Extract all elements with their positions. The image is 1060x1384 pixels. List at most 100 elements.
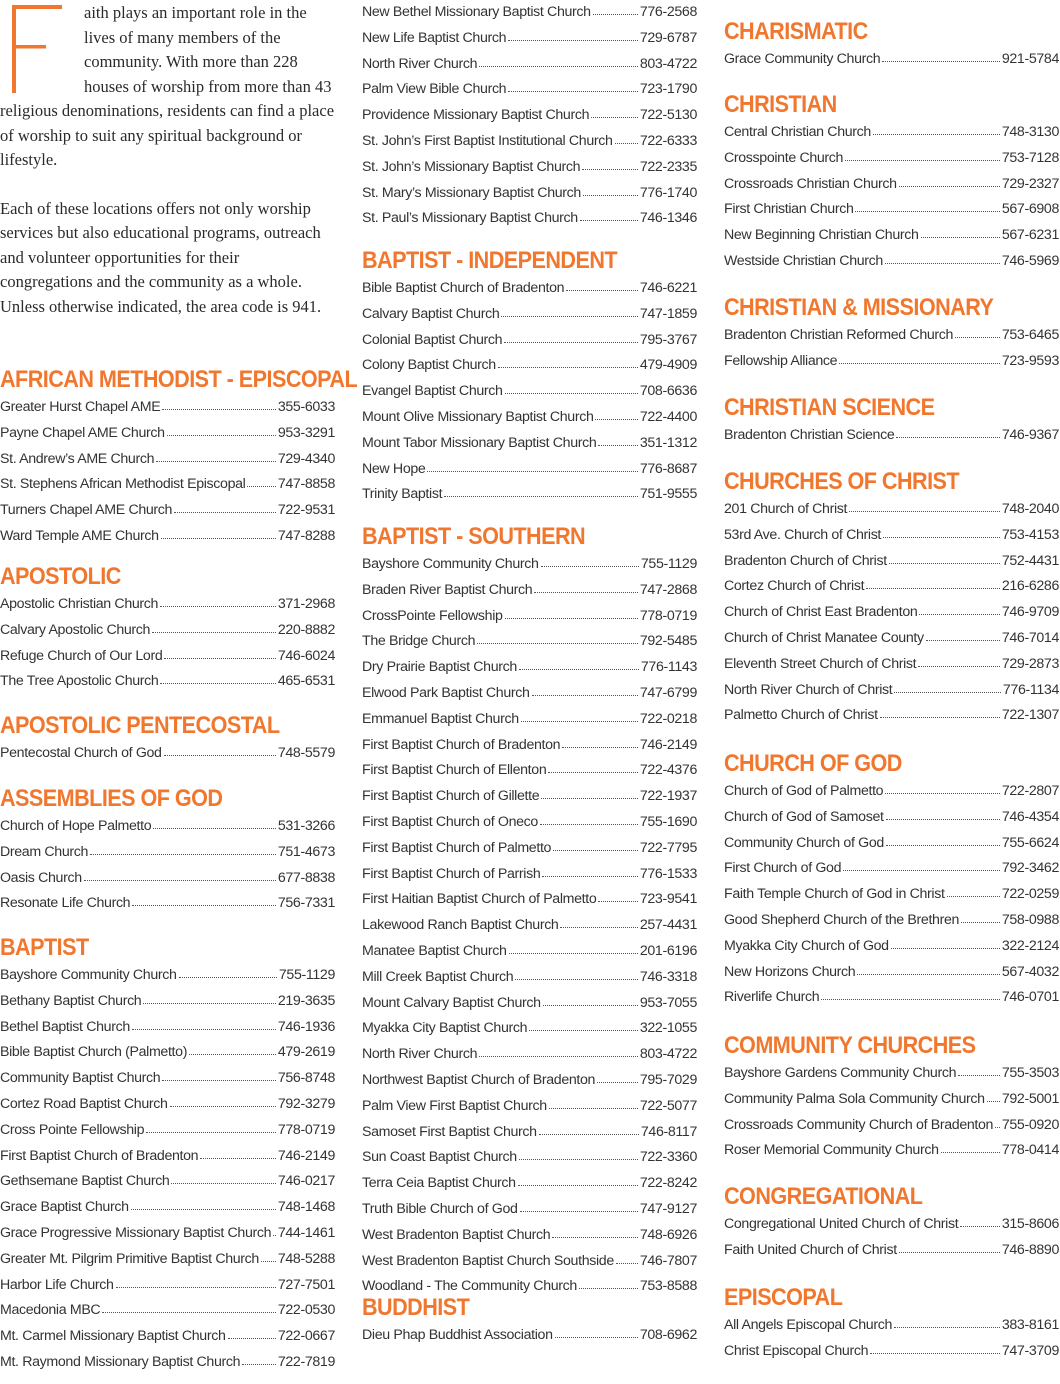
dot-leader — [553, 838, 638, 852]
section-heading: COMMUNITY CHURCHES — [724, 1032, 976, 1059]
section-heading: CHURCH OF GOD — [724, 750, 902, 777]
church-name: Cross Pointe Fellowship — [0, 1121, 145, 1138]
section-heading: APOSTOLIC PENTECOSTAL — [0, 712, 280, 739]
phone-number: 756-7331 — [277, 895, 336, 912]
church-name: First Baptist Church of Ellenton — [362, 762, 547, 779]
church-name: Sun Coast Baptist Church — [362, 1149, 517, 1166]
dot-leader — [566, 278, 638, 292]
phone-number: 723-9593 — [1001, 352, 1060, 369]
dot-leader — [940, 1140, 1000, 1154]
phone-number: 722-4376 — [639, 762, 698, 779]
dot-leader — [855, 199, 1000, 213]
listing-row: St. Stephens African Methodist Episcopal… — [0, 472, 335, 498]
dot-leader — [918, 654, 1000, 668]
church-name: CrossPointe Fellowship — [362, 607, 503, 624]
dot-leader — [227, 1326, 276, 1340]
dot-leader — [501, 304, 638, 318]
church-name: Cortez Road Baptist Church — [0, 1095, 168, 1112]
dot-leader — [879, 705, 1000, 719]
church-name: Providence Missionary Baptist Church — [362, 107, 590, 124]
church-name: Church of God of Samoset — [724, 808, 884, 825]
dot-leader — [143, 991, 276, 1005]
phone-number: 722-8242 — [639, 1175, 698, 1192]
church-name: New Hope — [362, 460, 426, 477]
dot-leader — [156, 449, 276, 463]
phone-number: 746-7014 — [1001, 629, 1060, 646]
church-name: Community Palma Sola Community Church — [724, 1090, 985, 1107]
listing-row: Cortez Church of Christ 216-6286 — [724, 574, 1059, 600]
church-name: Crossroads Christian Church — [724, 175, 897, 192]
church-name: First Church of God — [724, 860, 842, 877]
church-name: Cortez Church of Christ — [724, 578, 865, 595]
dot-leader — [508, 941, 638, 955]
dot-leader — [508, 79, 638, 93]
phone-number: 778-0719 — [277, 1121, 336, 1138]
phone-number: 746-2149 — [277, 1147, 336, 1164]
church-name: Crossroads Community Church of Bradenton — [724, 1116, 994, 1133]
phone-number: 322-1055 — [639, 1020, 698, 1037]
dropcap-letter — [0, 3, 75, 95]
phone-number: 216-6286 — [1001, 578, 1060, 595]
church-name: Mill Creek Baptist Church — [362, 968, 514, 985]
church-name: Fellowship Alliance — [724, 352, 838, 369]
church-name: Palmetto Church of Christ — [724, 707, 878, 724]
section-heading: BAPTIST — [0, 934, 89, 961]
phone-number: 748-2040 — [1001, 501, 1060, 517]
dot-leader — [153, 816, 276, 830]
dot-leader — [955, 325, 1000, 339]
phone-number: 722-3360 — [639, 1149, 698, 1166]
church-name: First Christian Church — [724, 201, 854, 218]
dot-leader — [597, 1070, 638, 1084]
phone-number: 758-0988 — [1001, 911, 1060, 928]
dot-leader — [961, 910, 1000, 924]
church-name: St. Stephens African Methodist Episcopal — [0, 476, 246, 493]
church-name: Macedonia MBC — [0, 1302, 101, 1319]
phone-number: 257-4431 — [639, 917, 698, 934]
phone-number: 755-1129 — [278, 967, 335, 983]
dot-leader — [560, 915, 638, 929]
church-name: Riverlife Church — [724, 989, 820, 1006]
phone-number: 746-0217 — [277, 1173, 336, 1190]
church-name: First Baptist Church of Oneco — [362, 813, 538, 830]
dot-leader — [598, 433, 638, 447]
dot-leader — [189, 1042, 276, 1056]
dot-leader — [247, 474, 276, 488]
church-name: North River Church — [362, 1046, 478, 1063]
phone-number: 792-5485 — [639, 633, 698, 650]
church-name: First Baptist Church of Gillette — [362, 788, 540, 805]
dot-leader — [582, 183, 638, 197]
church-name: Woodland - The Community Church — [362, 1278, 577, 1295]
dot-leader — [552, 1225, 638, 1239]
dot-leader — [160, 526, 276, 540]
dot-leader — [541, 786, 638, 800]
dot-leader — [171, 1171, 276, 1185]
